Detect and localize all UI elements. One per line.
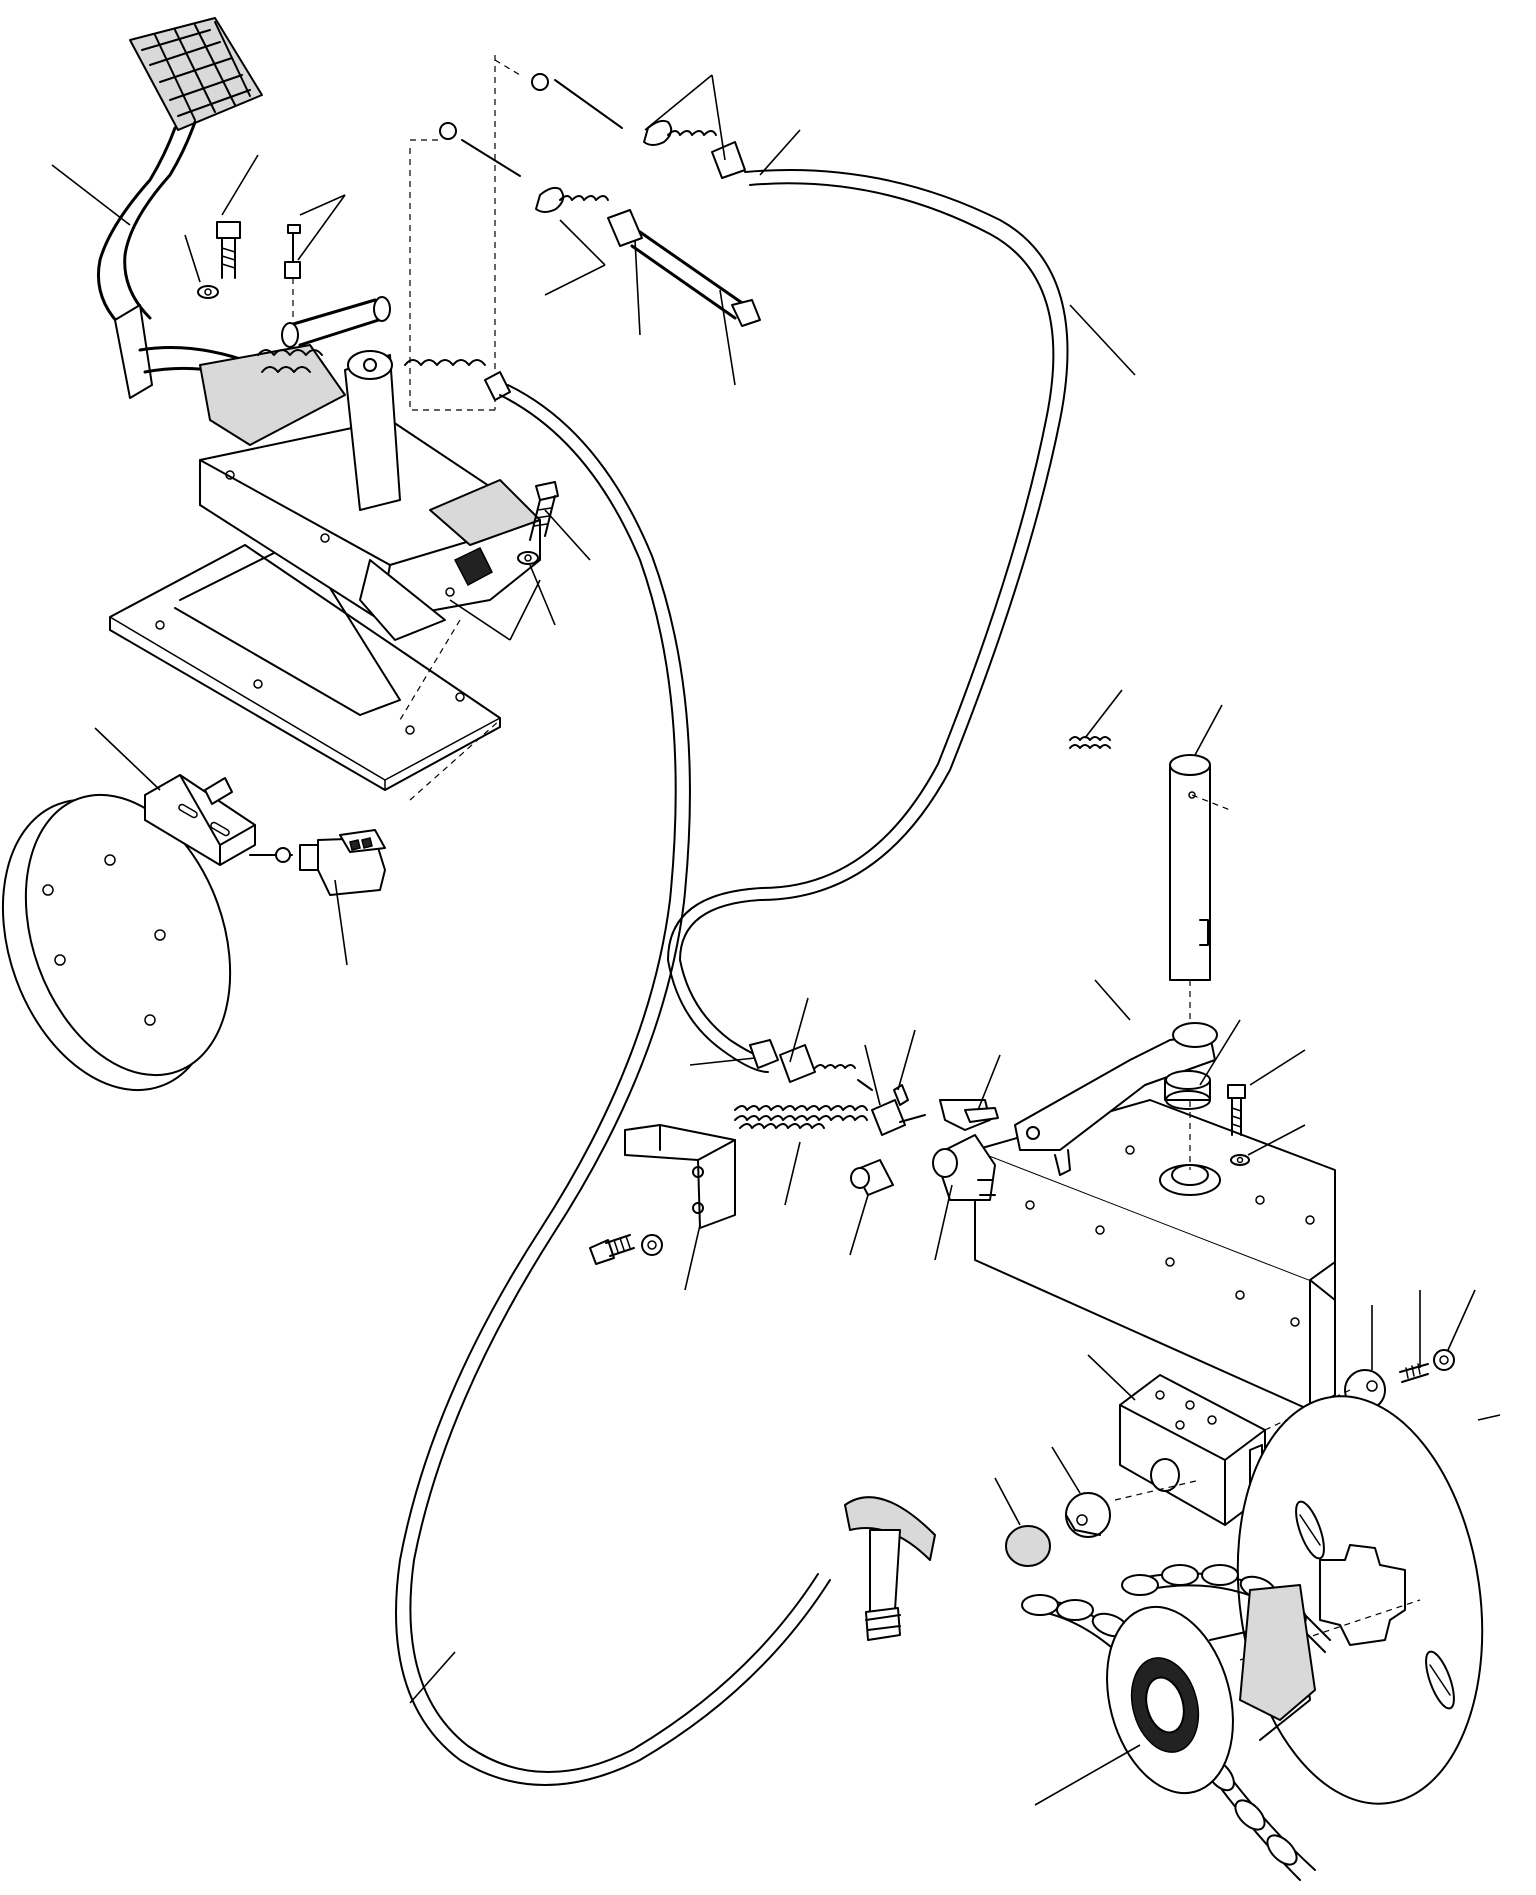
- block-icon: [1119, 1374, 1266, 1526]
- roll-pin-icon: [1069, 736, 1111, 749]
- pin-icon: [284, 224, 301, 320]
- plug-icon: [1005, 1525, 1051, 1567]
- lever-bolt-icon: [1227, 1084, 1250, 1166]
- bracket-icon: [199, 350, 541, 641]
- spring-cap-icon: [850, 1159, 894, 1196]
- pad-icon: [1065, 1492, 1111, 1538]
- linkage-icon: [749, 1039, 926, 1136]
- clevis-icon: [932, 1134, 996, 1201]
- switch-icon: [249, 829, 386, 896]
- pedal-icon: [96, 17, 346, 446]
- clip-icon: [939, 1099, 999, 1131]
- lever-icon: [1014, 1022, 1218, 1176]
- cable-bracket-icon: [624, 1124, 736, 1229]
- bolt-icon-right: [517, 481, 559, 565]
- cable-icon: [404, 73, 761, 401]
- shaft-icon: [1169, 754, 1231, 1170]
- spring-icon: [734, 1105, 868, 1129]
- bushing-icon: [1164, 1070, 1211, 1110]
- frame-icon: [974, 1099, 1336, 1411]
- nut-icon: [1399, 1349, 1455, 1383]
- plate-icon: [109, 539, 501, 791]
- leader-lines: [51, 74, 1501, 1806]
- sprocket-icon: [1021, 1564, 1331, 1881]
- bracket-bolt-icon: [589, 1234, 663, 1265]
- bolt-icon: [197, 221, 241, 299]
- switch-bracket-icon: [144, 774, 256, 866]
- t-handle-icon: [844, 1496, 936, 1641]
- disc-icon: [1, 793, 232, 1092]
- pedal-shaft-icon: [257, 296, 391, 373]
